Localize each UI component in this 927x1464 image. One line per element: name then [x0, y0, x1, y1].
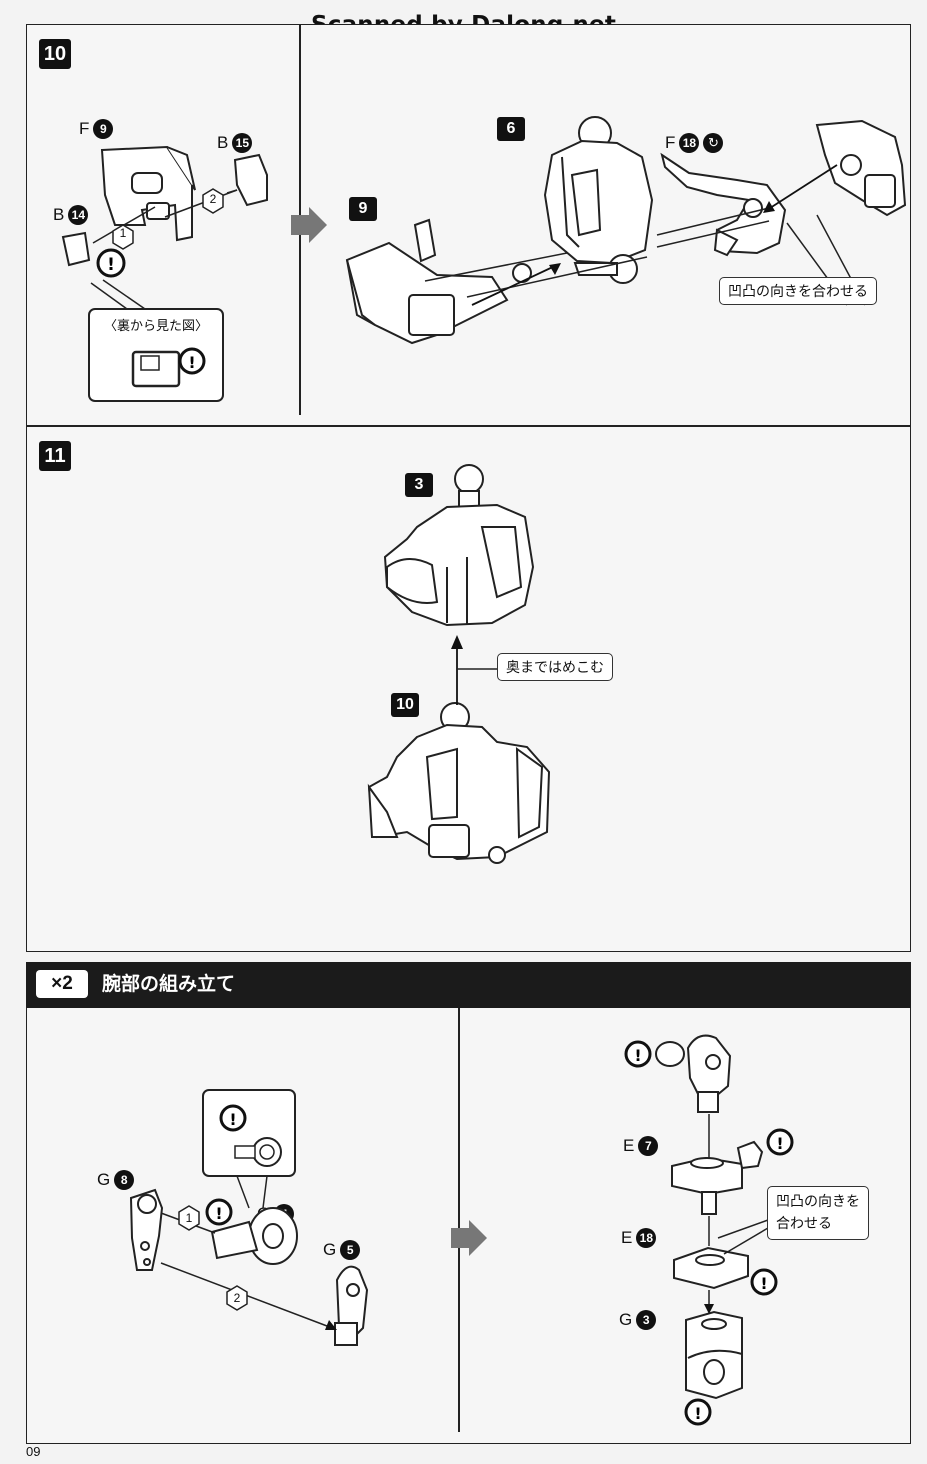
- runner-letter: F: [665, 133, 676, 152]
- svg-text:!: !: [776, 1134, 783, 1153]
- part-label-b15: B 15: [217, 133, 253, 153]
- step-11-panel: 11 3 10 奥まではめこむ: [26, 426, 911, 952]
- rotate-icon: ↻: [703, 133, 724, 153]
- subassembly-label-10: 10: [391, 693, 419, 717]
- upper-arm-parts-drawing: ! !: [129, 1089, 369, 1346]
- part-number-badge: 15: [232, 133, 253, 153]
- step-number: 11: [39, 441, 71, 471]
- part-number-badge: 18: [636, 1228, 657, 1248]
- part-label-f18: F 18 ↻: [665, 133, 724, 153]
- align-notch-note: 凹凸の向きを合わせる: [719, 277, 877, 305]
- runner-letter: G: [619, 1310, 633, 1329]
- part-label-g8: G 8: [97, 1170, 135, 1190]
- part-number-badge: 8: [114, 1170, 135, 1190]
- step-10-panel: 10 F 9 B 15 B 14: [26, 24, 911, 426]
- step-number: 10: [39, 39, 71, 69]
- runner-letter: E: [623, 1136, 635, 1155]
- part-label-g3: G 3: [619, 1310, 657, 1330]
- runner-letter: G: [323, 1240, 337, 1259]
- subassembly-label-9: 9: [349, 197, 377, 221]
- page-number: 09: [26, 1444, 41, 1459]
- part-number-badge: 3: [636, 1310, 657, 1330]
- runner-letter: G: [97, 1170, 111, 1189]
- part-number-badge: 14: [68, 205, 89, 225]
- part-number-badge: 7: [638, 1136, 659, 1156]
- svg-text:!: !: [215, 1204, 222, 1223]
- push-fully-note: 奥まではめこむ: [497, 653, 613, 681]
- svg-text:!: !: [694, 1404, 701, 1423]
- part-label-g5: G 5: [323, 1240, 361, 1260]
- svg-text:!: !: [760, 1274, 767, 1293]
- subassembly-label-6: 6: [497, 117, 525, 141]
- back-view-caption: 〈裏から見た図〉: [103, 319, 208, 334]
- runner-letter: B: [53, 205, 65, 224]
- section-title: 腕部の組み立て: [102, 973, 236, 995]
- order-marker-1: 1: [185, 1211, 193, 1225]
- part-number-badge: 9: [93, 119, 114, 139]
- svg-text:!: !: [634, 1046, 641, 1065]
- next-arrow-icon: [291, 207, 327, 243]
- svg-text:!: !: [188, 353, 195, 372]
- chest-assembly-drawing: [367, 464, 551, 864]
- torso-assembly-drawing: [345, 116, 907, 345]
- svg-text:!: !: [107, 255, 115, 275]
- align-notch-note: 凹凸の向きを 合わせる: [767, 1186, 869, 1240]
- section-header: ×2 腕部の組み立て: [26, 962, 911, 1008]
- part-label-e7: E 7: [623, 1136, 659, 1156]
- part-number-badge: 18: [679, 133, 700, 153]
- multiplier-badge: ×2: [36, 970, 88, 998]
- subassembly-label-3: 3: [405, 473, 433, 497]
- lower-arm-assembly-drawing: ! ! ! !: [624, 1034, 794, 1426]
- order-marker-2: 2: [233, 1291, 241, 1305]
- part-label-b14: B 14: [53, 205, 89, 225]
- order-marker-2: 2: [209, 192, 217, 206]
- runner-letter: E: [621, 1228, 633, 1247]
- svg-text:!: !: [229, 1110, 236, 1129]
- note-line: 凹凸の向きを: [776, 1194, 860, 1210]
- order-marker-1: 1: [119, 226, 127, 240]
- shoulder-parts-drawing: ! !: [61, 145, 268, 402]
- panel-divider: [458, 1008, 460, 1432]
- arm-assembly-panel: G 8 G 4 G 5 !: [26, 1008, 911, 1444]
- runner-letter: F: [79, 119, 90, 138]
- next-arrow-icon: [451, 1220, 487, 1256]
- runner-letter: B: [217, 133, 229, 152]
- note-line: 合わせる: [776, 1216, 832, 1232]
- part-label-e18: E 18: [621, 1228, 657, 1248]
- part-label-f9: F 9: [79, 119, 114, 139]
- part-number-badge: 5: [340, 1240, 361, 1260]
